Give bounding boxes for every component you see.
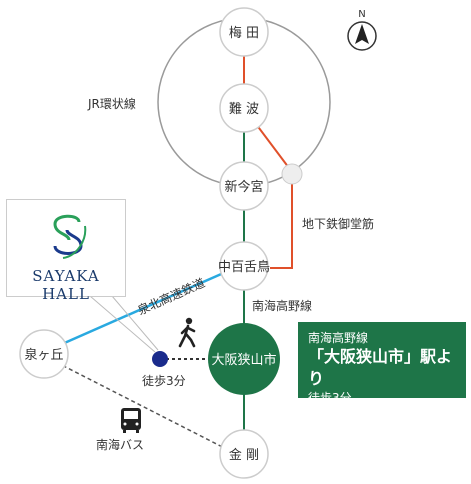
station-shinimamiya: 新今宮 xyxy=(219,161,269,211)
station-label-kongo: 金 剛 xyxy=(229,447,259,463)
access-callout: 南海高野線 「大阪狭山市」駅より 徒歩3分 xyxy=(298,322,466,405)
venue-marker xyxy=(152,351,168,367)
compass-label: N xyxy=(358,9,365,20)
label-nankai-koya: 南海高野線 xyxy=(252,298,312,313)
label-semboku: 泉北高速鉄道 xyxy=(135,275,207,318)
station-label-izumigaoka: 泉ヶ丘 xyxy=(24,347,63,363)
station-label-umeda: 梅 田 xyxy=(229,26,259,41)
sayaka-hall-logo-icon xyxy=(53,214,87,259)
callout-line-name: 南海高野線 xyxy=(308,331,369,345)
semboku-line xyxy=(43,262,245,354)
bus-route xyxy=(43,355,245,459)
callout-station: 「大阪狭山市」駅より xyxy=(308,347,453,388)
callout-walk-time: 徒歩3分 xyxy=(308,391,352,405)
station-izumigaoka: 泉ヶ丘 xyxy=(19,329,69,379)
walker-icon xyxy=(178,317,196,348)
station-label-namba: 難 波 xyxy=(229,102,259,117)
logo-pointer-2 xyxy=(111,295,159,351)
station-osakasayamashi: 大阪狭山市 xyxy=(208,323,280,395)
compass-icon: N xyxy=(347,9,377,51)
bus-icon xyxy=(121,408,141,433)
label-bus: 南海バス xyxy=(96,437,144,452)
station-kongo: 金 剛 xyxy=(219,429,269,479)
logo-text: SAYAKA HALL xyxy=(32,267,100,303)
label-walk: 徒歩3分 xyxy=(142,373,186,388)
station-nakamozu: 中百舌鳥 xyxy=(218,241,270,291)
logo-pointer xyxy=(89,295,156,353)
station-midosuji-transfer xyxy=(281,163,303,185)
station-umeda: 梅 田 xyxy=(219,7,269,57)
station-label-nakamozu: 中百舌鳥 xyxy=(218,260,270,275)
station-namba: 難 波 xyxy=(219,83,269,133)
station-label-shinimamiya: 新今宮 xyxy=(224,179,263,195)
label-jr-loop: JR環状線 xyxy=(87,96,136,111)
station-label-osakasayamashi: 大阪狭山市 xyxy=(211,352,276,368)
label-midosuji: 地下鉄御堂筋 xyxy=(302,216,374,231)
sayaka-hall-logo-box: SAYAKA HALL xyxy=(6,199,126,303)
midosuji-line-namba-nakamozu xyxy=(243,107,293,269)
